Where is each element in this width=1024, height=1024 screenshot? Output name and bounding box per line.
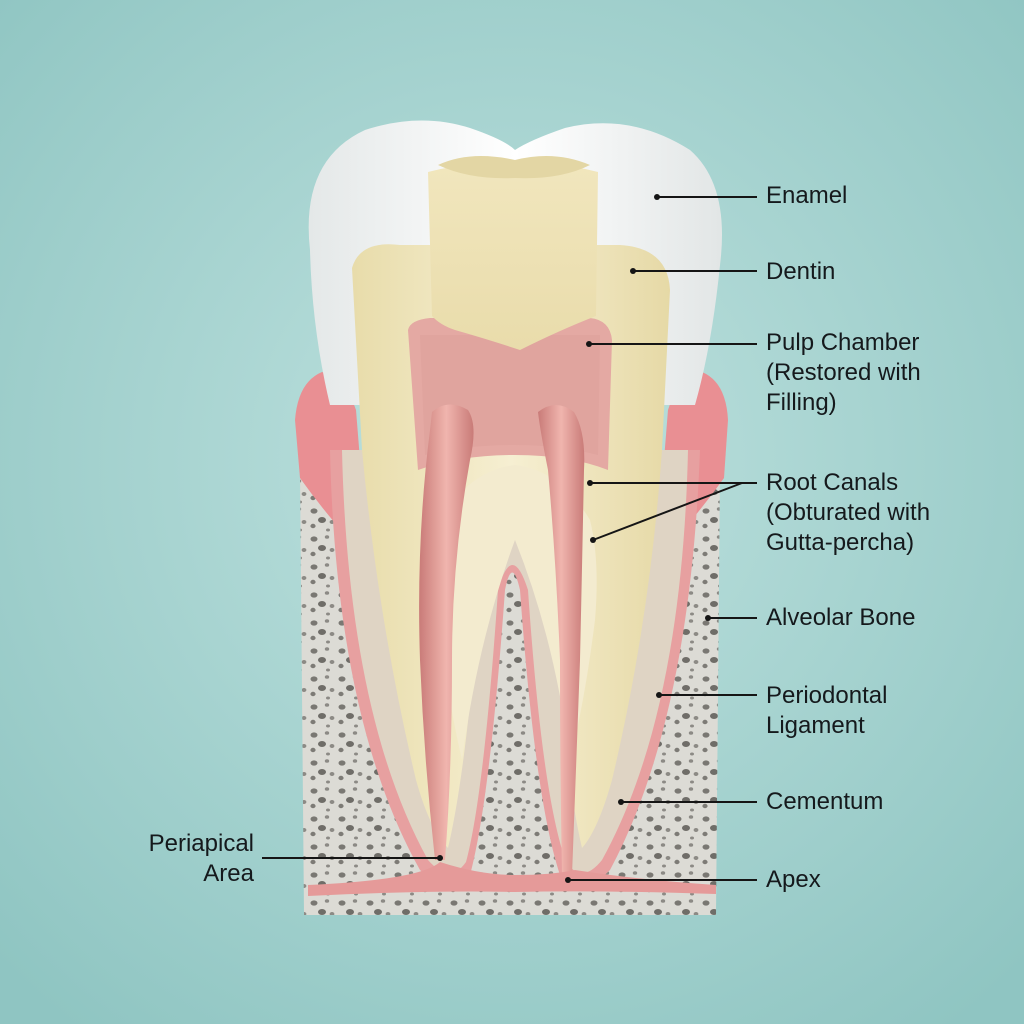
label-root-canals-text: Root Canals [766, 469, 899, 496]
label-periapical-area: Periapical Area [149, 829, 254, 889]
leader-dots [437, 194, 711, 883]
label-dentin: Dentin [766, 257, 835, 287]
label-periapical-text-1: Periapical [148, 830, 254, 857]
label-alveolar-bone: Alveolar Bone [766, 603, 915, 633]
label-pulp-chamber-note-1: (Restored with [766, 359, 921, 386]
filling-top [438, 156, 590, 179]
label-root-canals-note-1: (Obturated with [766, 499, 931, 526]
root-canal-left [419, 404, 474, 860]
label-dentin-text: Dentin [766, 258, 836, 285]
root-canal-right [538, 405, 585, 875]
label-periapical-text-2: Area [203, 860, 254, 887]
label-cementum: Cementum [766, 787, 883, 817]
label-periodontal-ligament: Periodontal Ligament [766, 681, 887, 741]
label-root-canals: Root Canals (Obturated with Gutta-percha… [766, 468, 930, 558]
label-apex: Apex [766, 865, 821, 895]
label-alveolar-bone-text: Alveolar Bone [766, 604, 916, 631]
label-enamel: Enamel [766, 181, 847, 211]
label-pulp-chamber-note-2: Filling) [766, 389, 837, 416]
leader-canal-2 [592, 482, 743, 541]
label-periodontal-text-2: Ligament [766, 712, 865, 739]
label-pulp-chamber: Pulp Chamber (Restored with Filling) [766, 328, 921, 418]
label-root-canals-note-2: Gutta-percha) [766, 529, 915, 556]
label-apex-text: Apex [766, 866, 821, 893]
label-pulp-chamber-text: Pulp Chamber [766, 329, 920, 356]
label-periodontal-text-1: Periodontal [766, 682, 888, 709]
filling-shape [428, 165, 598, 350]
label-cementum-text: Cementum [766, 788, 884, 815]
leader-lines [262, 196, 757, 881]
periapical-tissue [308, 862, 716, 896]
label-enamel-text: Enamel [766, 182, 848, 209]
